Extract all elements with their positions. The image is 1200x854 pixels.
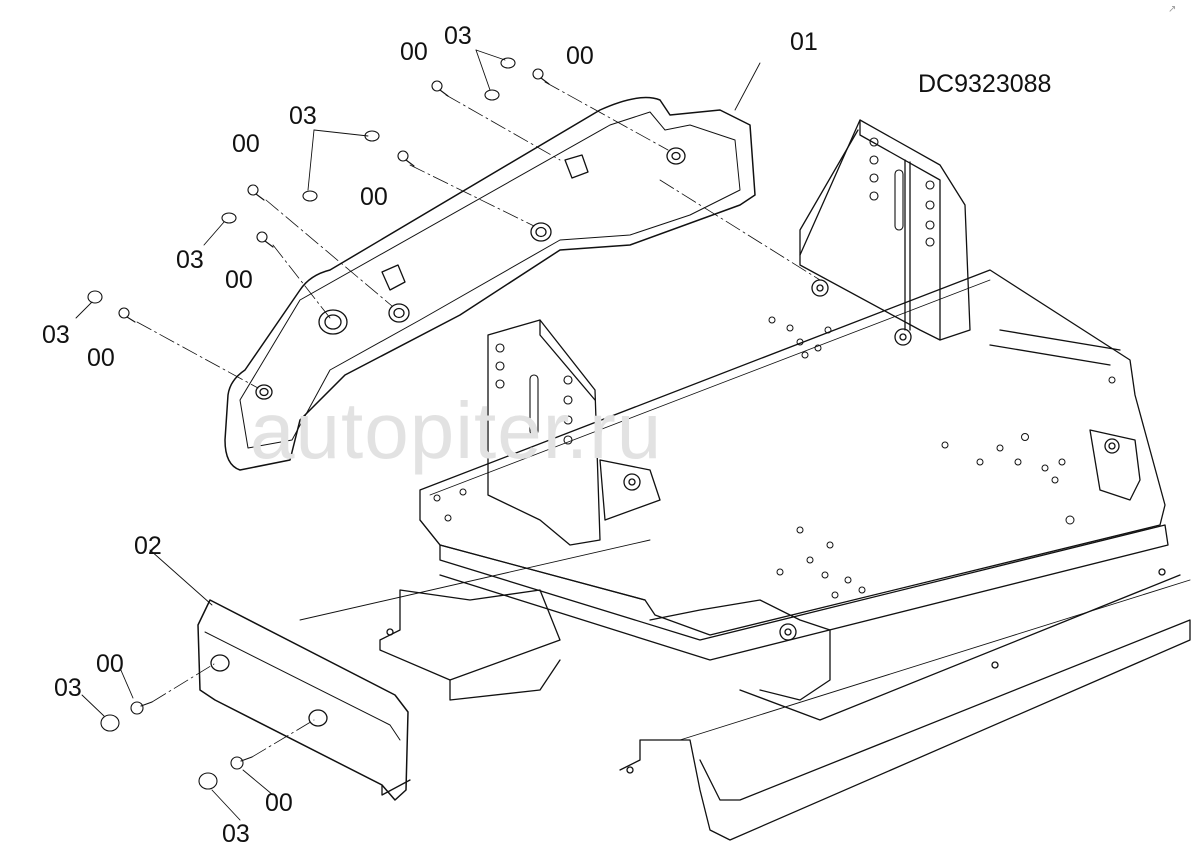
front-bracket [487,319,661,546]
callout-00: 00 [96,650,124,678]
drawing-number: DC9323088 [918,70,1052,98]
callout-03: 03 [176,246,204,274]
leader-lines [75,49,761,821]
rear-bracket [799,119,971,346]
watermark-text: autopiter.ru [250,386,663,475]
callout-00: 00 [566,42,594,70]
callout-00: 00 [87,344,115,372]
assembly-lines [136,81,821,758]
callout-03: 03 [222,820,250,848]
callout-00: 00 [225,266,253,294]
callout-03: 03 [444,22,472,50]
callout-00: 00 [232,130,260,158]
screws-00 [118,68,550,770]
callout-00: 00 [360,183,388,211]
callout-00: 00 [400,38,428,66]
callout-03: 03 [42,321,70,349]
callout-03: 03 [289,102,317,130]
callout-02: 02 [134,532,162,560]
cover-part-02 [197,599,411,801]
seat-plate [419,269,1166,636]
callout-01: 01 [790,28,818,56]
slide-rails [299,329,1191,841]
callout-03: 03 [54,674,82,702]
cover-part-01 [224,96,756,471]
corner-arrow-icon: ↗ [1168,4,1177,15]
clips-03 [87,57,516,790]
callout-00: 00 [265,789,293,817]
